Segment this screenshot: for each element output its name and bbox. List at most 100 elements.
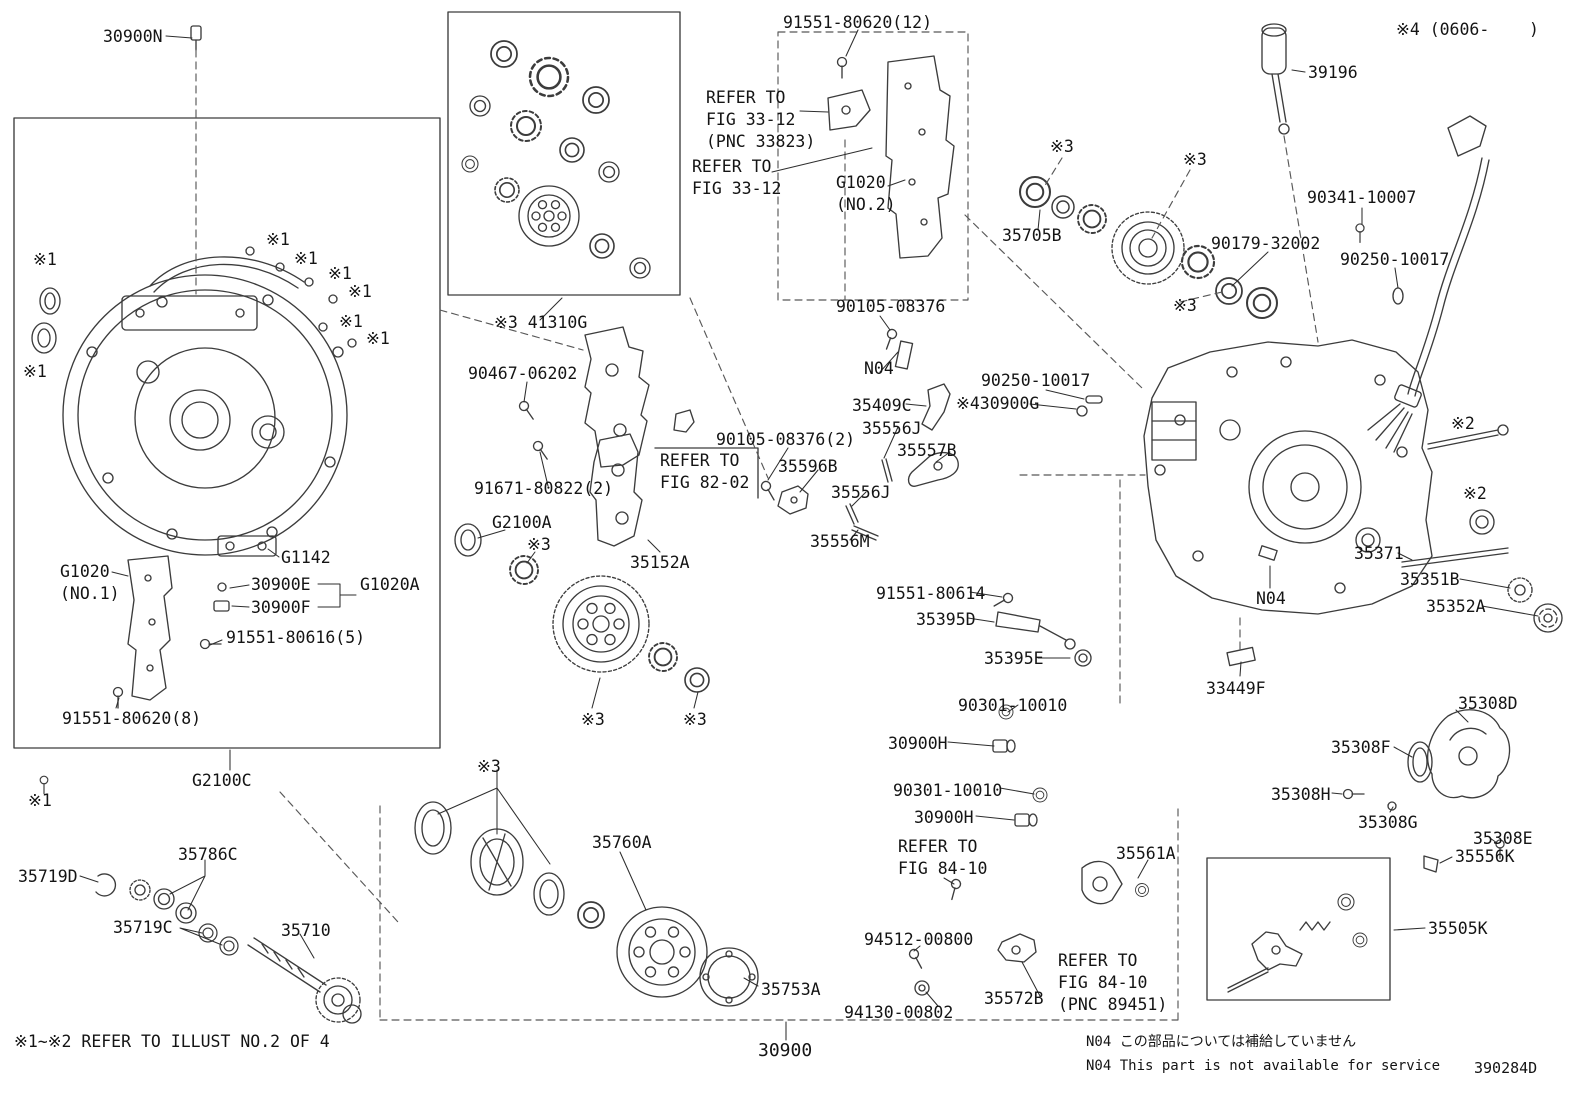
part-label-35308d: 35308D [1458,694,1518,713]
part-label-35409c: 35409C [852,396,912,415]
part-label-35561a: 35561A [1116,844,1176,863]
case-plugs-drawing [992,704,1048,827]
part-label-no-2: (NO.2) [836,195,896,214]
part-label-fig-33-12: FIG 33-12 [706,110,796,129]
part-label-91551-80620-12: 91551-80620(12) [783,13,933,32]
bottom-differential-drawing [414,801,759,1007]
right-side-small-parts-drawing [1226,424,1563,667]
oil-pump-shaft-drawing [95,873,362,1024]
part-label-90341-10007: 90341-10007 [1307,188,1417,207]
shift-cable-drawing [1367,115,1490,453]
part-label-g1020a: G1020A [360,575,420,594]
part-label-3: ※3 [581,710,605,729]
part-label-1: ※1 [366,329,390,348]
dashed-reference-lines [195,49,1319,1021]
part-label-refer-to: REFER TO [706,88,786,107]
part-label-30900n: 30900N [103,27,163,46]
part-label-3: ※3 [527,535,551,554]
input-gear-set-drawing [461,40,651,279]
part-label-n04: N04 [1256,589,1286,608]
footer-note-illust: ※1~※2 REFER TO ILLUST NO.2 OF 4 [14,1032,330,1051]
part-label-35572b: 35572B [984,989,1044,1008]
center-differential-drawing [454,523,710,693]
part-label-35557b: 35557B [897,441,957,460]
part-label-35760a: 35760A [592,833,652,852]
speed-sensor-39196-drawing [1261,23,1290,135]
part-label-30900f: 30900F [251,598,311,617]
frame-boxes [13,11,1391,1001]
part-label-2: ※2 [1463,484,1487,503]
part-label-1: ※1 [328,264,352,283]
footer-note-en: N04 This part is not available for servi… [1086,1058,1441,1074]
part-label-1: ※1 [339,312,363,331]
part-label-35786c: 35786C [178,845,238,864]
part-label-430900g: ※430900G [956,394,1040,413]
part-label-91551-80616-5: 91551-80616(5) [226,628,366,647]
part-label-pnc-89451: (PNC 89451) [1058,995,1168,1014]
manual-valve-plates-drawing [517,326,759,547]
part-label-fig-33-12: FIG 33-12 [692,179,782,198]
drawing-number: 390284D [1474,1059,1538,1077]
part-label-35308h: 35308H [1271,785,1331,804]
part-label-3: ※3 [1173,296,1197,315]
part-label-g1020: G1020 [60,562,110,581]
part-label-fig-84-10: FIG 84-10 [898,859,988,878]
part-label-pnc-33823: (PNC 33823) [706,132,816,151]
part-label-g2100a: G2100A [492,513,552,532]
part-label-91551-80620-8: 91551-80620(8) [62,709,202,728]
part-label-35596b: 35596B [778,457,838,476]
part-label-94512-00800: 94512-00800 [864,930,974,949]
part-label-30900e: 30900E [251,575,311,594]
part-label-90250-10017: 90250-10017 [1340,250,1450,269]
valve-body-plate-no2-drawing [827,55,955,259]
left-transaxle-housing-drawing [31,246,357,795]
detent-kit-drawing [1227,855,1439,993]
part-label-91551-80614: 91551-80614 [876,584,986,603]
part-label-90250-10017: 90250-10017 [981,371,1091,390]
part-label-refer-to: REFER TO [692,157,772,176]
part-label-35352a: 35352A [1426,597,1486,616]
part-label-90105-08376: 90105-08376 [836,297,946,316]
part-label-1: ※1 [348,282,372,301]
part-label-3-41310g: ※3 41310G [494,313,588,332]
part-label-90301-10010: 90301-10010 [893,781,1003,800]
part-label-94130-00802: 94130-00802 [844,1003,954,1022]
part-label-refer-to: REFER TO [898,837,978,856]
assembly-number: 30900 [758,1040,813,1061]
part-label-1: ※1 [294,249,318,268]
part-label-35556j: 35556J [862,419,922,438]
part-label-35505k: 35505K [1428,919,1488,938]
part-label-g1142: G1142 [281,548,331,567]
part-label-35152a: 35152A [630,553,690,572]
part-label-30900h: 30900H [888,734,948,753]
part-label-no-1: (NO.1) [60,584,120,603]
part-label-35556k: 35556K [1455,847,1515,866]
part-label-35719c: 35719C [113,918,173,937]
part-label-35710: 35710 [281,921,331,940]
part-label-3: ※3 [1183,150,1207,169]
part-label-3: ※3 [1050,137,1074,156]
breather-plug-30900n [190,25,202,51]
part-label-fig-84-10: FIG 84-10 [1058,973,1148,992]
leader-lines [79,29,1539,1041]
part-label-35308e: 35308E [1473,829,1533,848]
part-label-1: ※1 [33,250,57,269]
part-label-g1020: G1020 [836,173,886,192]
part-label-4-0606: ※4 (0606- ) [1396,20,1539,39]
part-label-35395d: 35395D [916,610,976,629]
part-label-1: ※1 [28,791,52,810]
right-transaxle-case-drawing [1143,339,1433,615]
part-label-refer-to: REFER TO [660,451,740,470]
part-label-35705b: 35705B [1002,226,1062,245]
part-label-fig-82-02: FIG 82-02 [660,473,750,492]
footer-note-jp: N04 この部品については補給していません [1086,1034,1357,1050]
part-label-35371: 35371 [1354,544,1404,563]
part-label-g2100c: G2100C [192,771,252,790]
part-label-refer-to: REFER TO [1058,951,1138,970]
part-label-35308g: 35308G [1358,813,1418,832]
part-label-35719d: 35719D [18,867,78,886]
part-label-90179-32002: 90179-32002 [1211,234,1321,253]
part-label-35556m: 35556M [810,532,870,551]
